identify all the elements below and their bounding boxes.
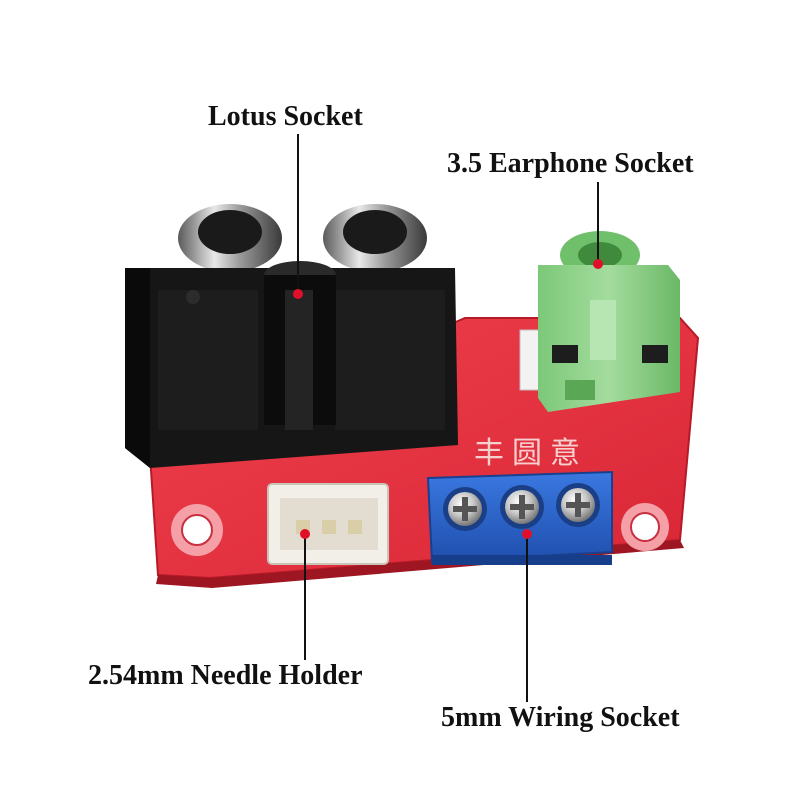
needle-holder-label: 2.54mm Needle Holder: [88, 660, 363, 691]
needle-holder: [267, 483, 389, 565]
lotus-socket-label: Lotus Socket: [208, 101, 363, 132]
mounting-hole-left: [171, 504, 223, 556]
callout-needle: [300, 529, 310, 660]
screw-3: [556, 483, 600, 527]
mounting-hole-right: [621, 503, 669, 551]
board-silkscreen-text: 丰圆意: [474, 436, 588, 471]
earphone-socket-label: 3.5 Earphone Socket: [447, 148, 694, 179]
callout-earphone: [593, 182, 603, 269]
earphone-socket: [519, 231, 680, 412]
screw-1: [443, 487, 487, 531]
wiring-socket-label: 5mm Wiring Socket: [441, 702, 680, 733]
wiring-socket: [426, 470, 613, 565]
callout-lotus: [293, 134, 303, 299]
screw-2: [500, 485, 544, 529]
lotus-socket: [125, 204, 458, 468]
callout-wiring: [522, 529, 532, 702]
